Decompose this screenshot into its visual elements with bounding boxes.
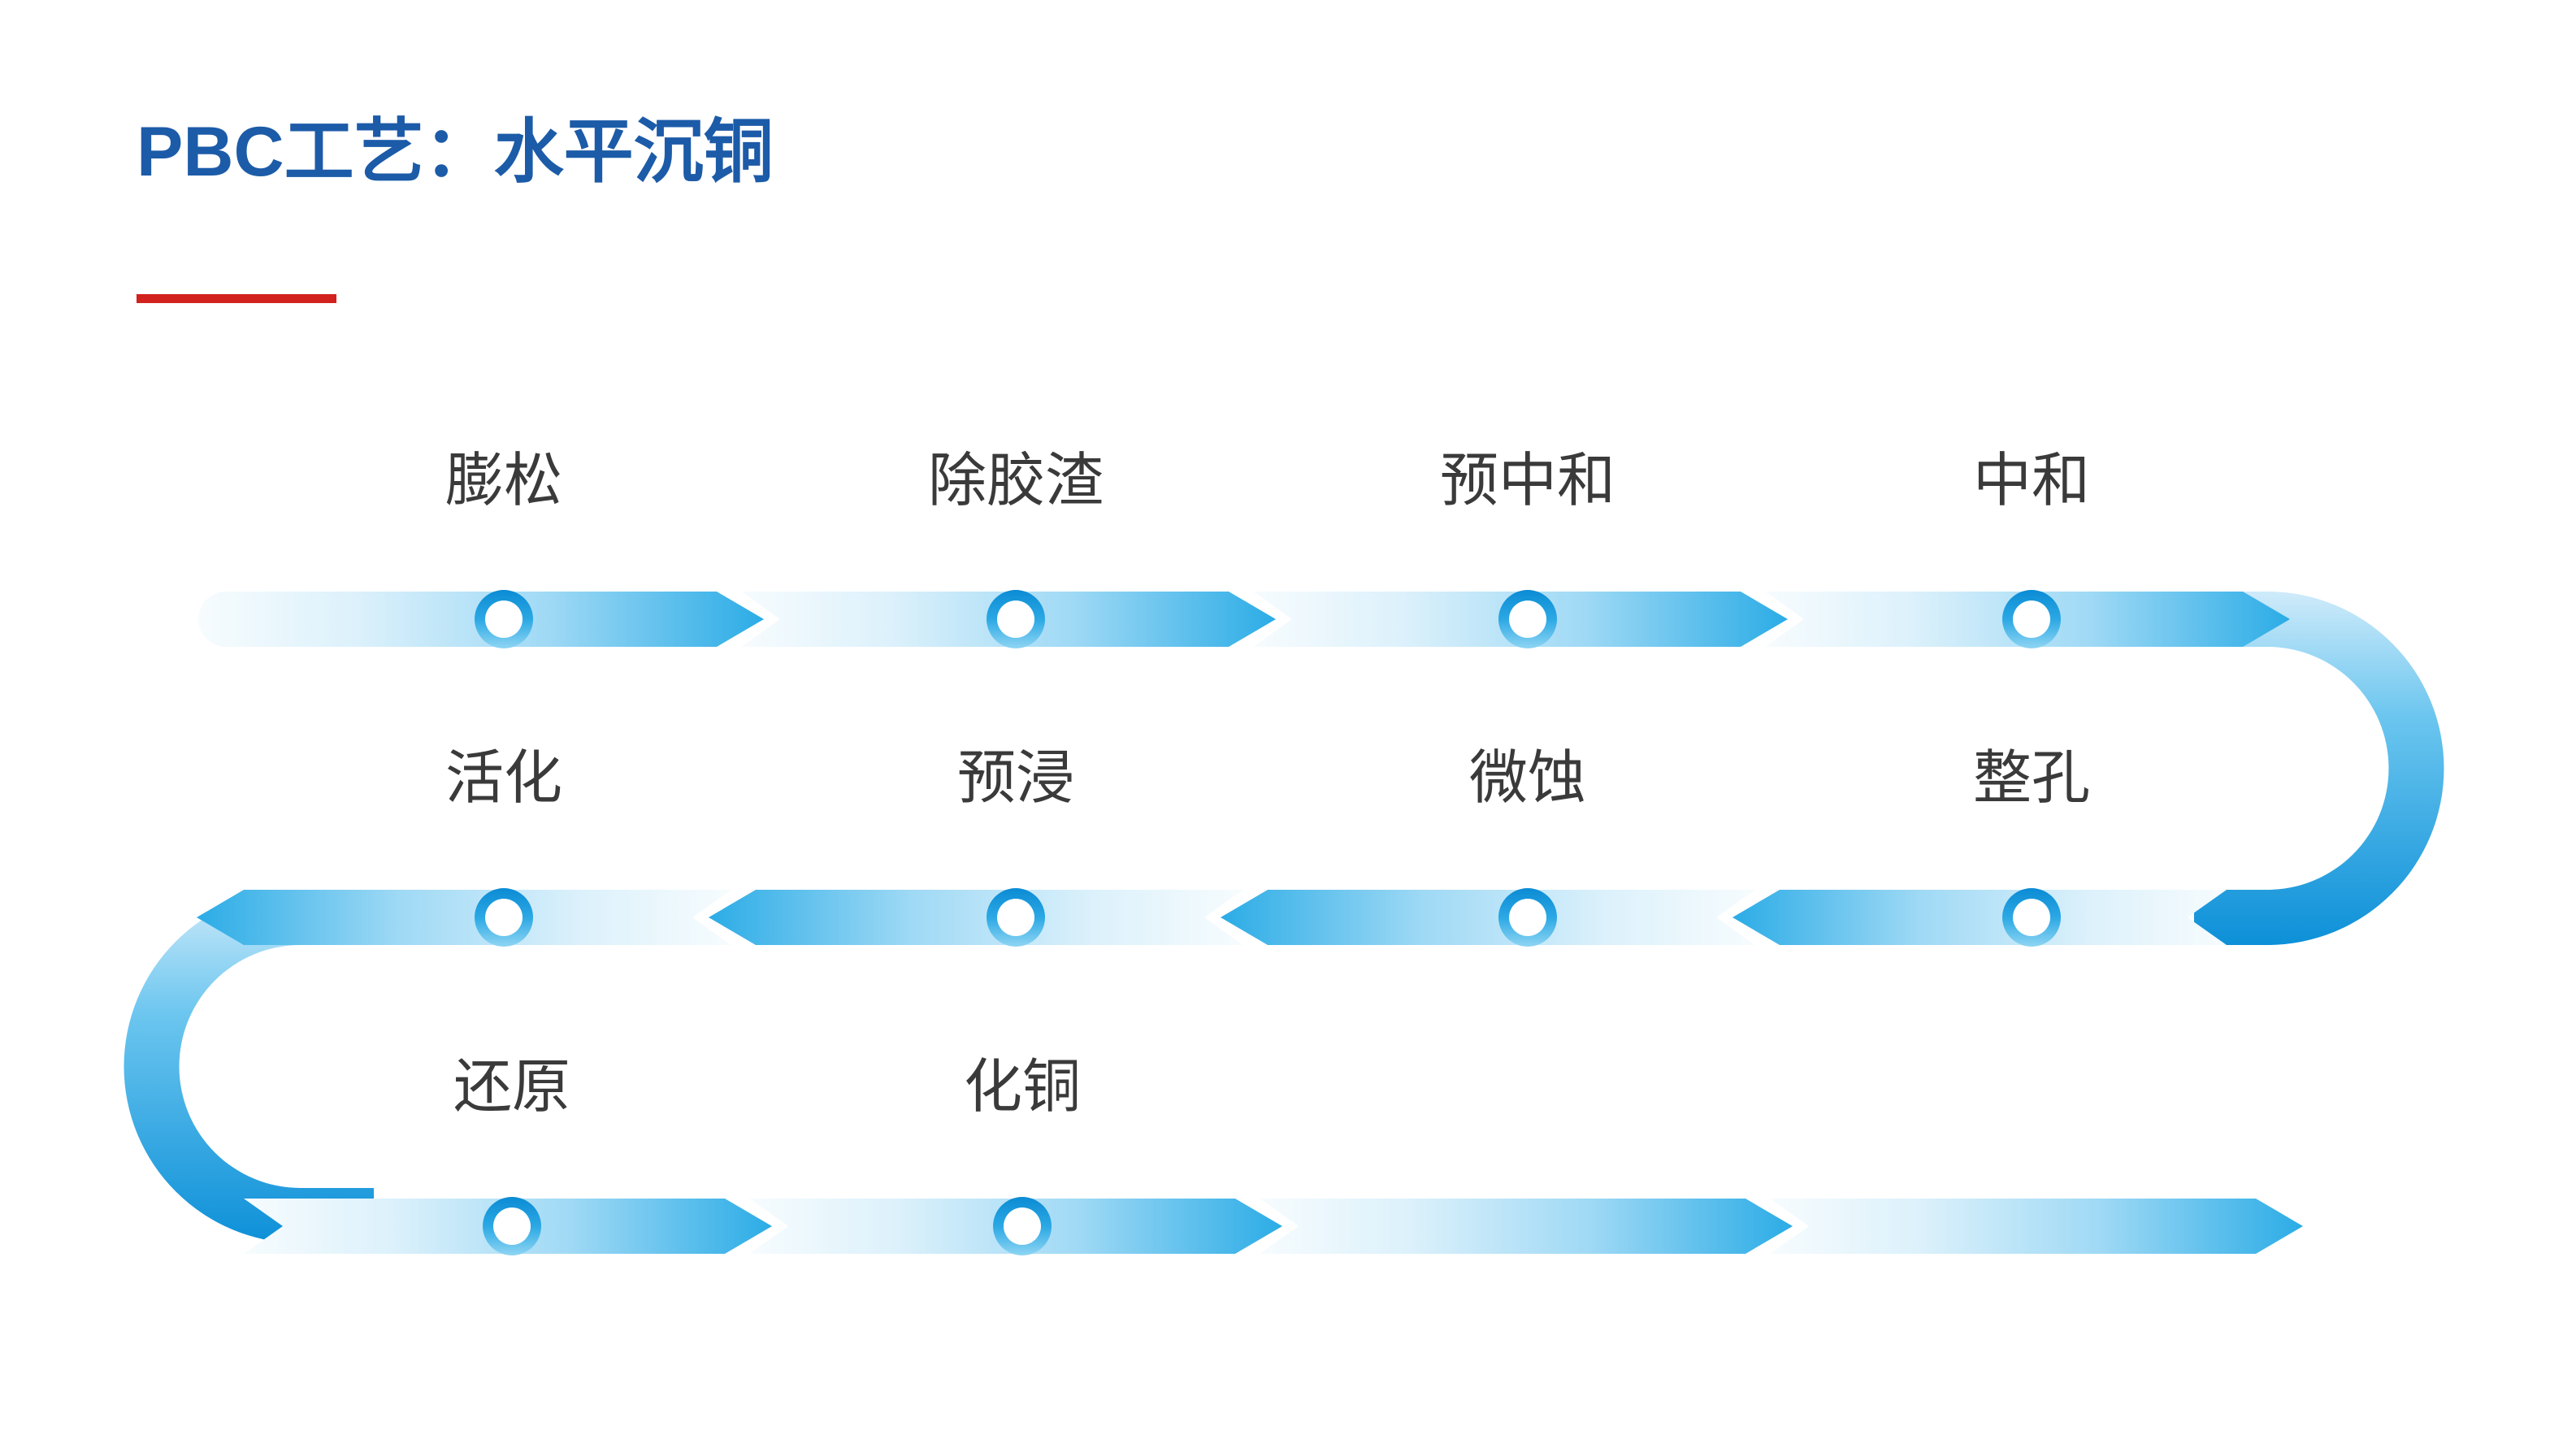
title-block: PBC工艺：水平沉铜	[137, 114, 774, 191]
arrow-segment-r1-2	[741, 592, 1276, 647]
step-label-chujiaozha: 除胶渣	[927, 449, 1104, 514]
node-ring	[2002, 888, 2061, 947]
step-label-zhengkong: 整孔	[1972, 746, 2091, 811]
connector-right-u-turn	[2194, 592, 2444, 945]
arrow-segment-r3-3	[1260, 1199, 1793, 1254]
node-ring	[1498, 888, 1557, 947]
arrow-segment-r2-1	[1733, 890, 2227, 945]
connector-left-u-turn	[124, 890, 375, 1243]
node-ring	[993, 1197, 1052, 1255]
node-center	[485, 899, 523, 936]
step-label-pengsong: 膨松	[445, 449, 563, 514]
step-label-yuzhonghe: 预中和	[1439, 449, 1616, 514]
arrow-segment-r2-2	[1221, 890, 1755, 945]
node-ring	[987, 888, 1045, 947]
node-ring	[2002, 590, 2061, 648]
node-ring	[483, 1197, 541, 1255]
flow-nodes	[475, 590, 2061, 1255]
flow-row-1	[198, 592, 2290, 647]
step-label-zhonghe: 中和	[1972, 449, 2091, 514]
node-center	[2013, 600, 2050, 638]
arrow-segment-r1-4	[1765, 592, 2290, 647]
node-ring	[1498, 590, 1557, 648]
node-center	[1509, 600, 1546, 638]
title-underline-rule	[137, 294, 336, 303]
node-center	[2013, 899, 2050, 936]
node-ring	[987, 590, 1045, 648]
node-center	[493, 1207, 531, 1245]
arrow-segment-r3-2	[749, 1199, 1282, 1254]
flow-row-3	[244, 1199, 2303, 1254]
node-ring	[475, 888, 533, 947]
node-center	[1004, 1207, 1041, 1245]
node-center	[997, 899, 1034, 936]
arrow-segment-r2-4	[197, 890, 731, 945]
page-title: PBC工艺：水平沉铜	[137, 113, 774, 191]
step-label-huatong: 化铜	[963, 1055, 1082, 1120]
step-label-huanyuan: 还原	[453, 1055, 571, 1120]
step-label-yujin: 预浸	[956, 746, 1075, 811]
arrow-segment-r3-1	[244, 1199, 772, 1254]
arrow-segment-r2-3	[709, 890, 1243, 945]
arrow-segment-r3-4	[1770, 1199, 2303, 1254]
step-label-huohua: 活化	[445, 746, 563, 811]
node-center	[1509, 899, 1546, 936]
node-center	[485, 600, 523, 638]
node-center	[997, 600, 1034, 638]
flow-row-2	[197, 890, 2227, 945]
node-ring	[475, 590, 533, 648]
arrow-segment-r1-1	[198, 592, 764, 647]
step-label-weishi: 微蚀	[1468, 746, 1587, 811]
arrow-segment-r1-3	[1253, 592, 1788, 647]
